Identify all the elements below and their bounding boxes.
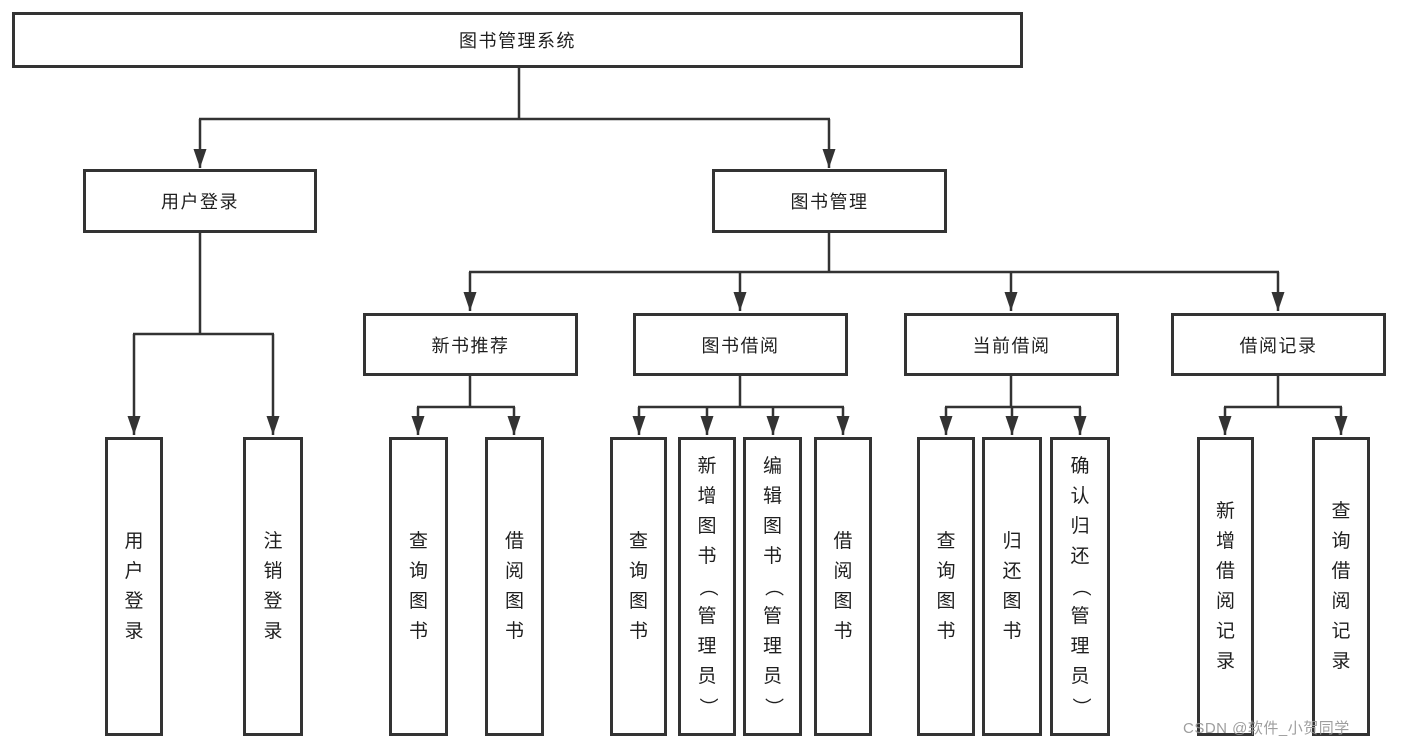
node-label: 用户登录 [161, 192, 239, 212]
node-label: 当前借阅 [972, 335, 1051, 356]
node-book-borrowing: 图书借阅 [633, 313, 848, 376]
leaf-query-books-borrow: 查询图书 [610, 437, 667, 736]
node-new-book-recommend: 新书推荐 [363, 313, 578, 376]
node-label: 图书管理系统 [459, 31, 576, 51]
node-label: 图书管理 [790, 192, 869, 212]
csdn-watermark: CSDN @软件_小贺同学 [1183, 720, 1350, 737]
node-user-login: 用户登录 [83, 169, 317, 233]
node-root: 图书管理系统 [12, 12, 1023, 68]
node-borrowing-records: 借阅记录 [1171, 313, 1386, 376]
leaf-borrow-books-recommend: 借阅图书 [485, 437, 544, 736]
leaf-logout: 注销登录 [243, 437, 303, 736]
node-book-management: 图书管理 [712, 169, 947, 233]
leaf-user-login: 用户登录 [105, 437, 163, 736]
node-label: 新书推荐 [431, 335, 510, 356]
node-label: 借阅记录 [1239, 335, 1318, 356]
leaf-borrow-books-borrow: 借阅图书 [814, 437, 872, 736]
leaf-add-borrow-record: 新增借阅记录 [1197, 437, 1254, 736]
leaf-query-books-recommend: 查询图书 [389, 437, 448, 736]
leaf-return-book: 归还图书 [982, 437, 1042, 736]
leaf-query-books-current: 查询图书 [917, 437, 975, 736]
node-label: 图书借阅 [701, 335, 780, 356]
leaf-query-borrow-record: 查询借阅记录 [1312, 437, 1370, 736]
node-current-borrowing: 当前借阅 [904, 313, 1119, 376]
leaf-confirm-return-admin: 确认归还（管理员） [1050, 437, 1110, 736]
leaf-edit-book-admin: 编辑图书（管理员） [743, 437, 802, 736]
leaf-add-book-admin: 新增图书（管理员） [678, 437, 736, 736]
